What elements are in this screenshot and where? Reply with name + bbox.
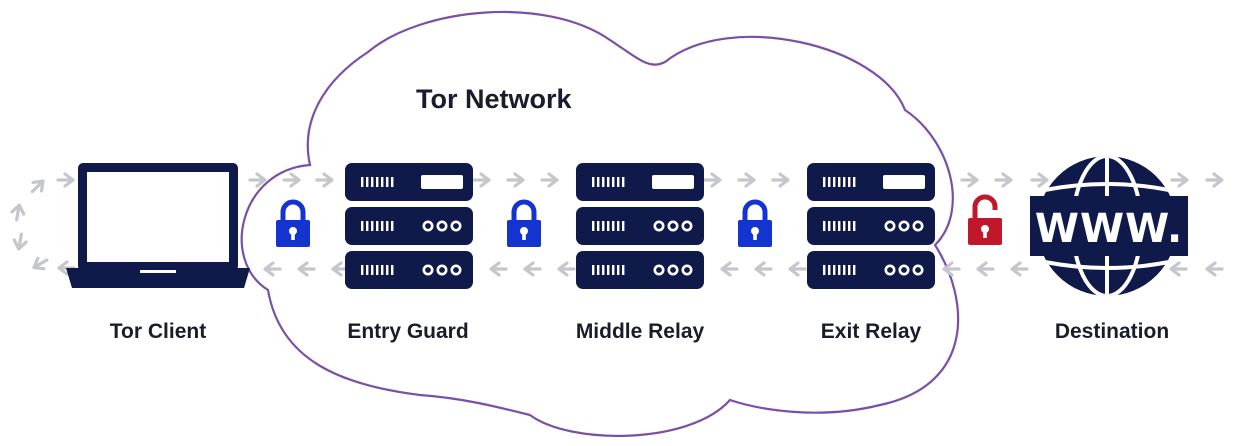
traffic-arrow [1205,172,1224,188]
traffic-arrow [1030,172,1049,188]
unlocked-lock-icon [968,194,1002,245]
entry-guard-server-icon [345,163,473,289]
middle-relay-server-icon [576,163,704,289]
traffic-arrow [540,172,559,188]
traffic-arrows [10,172,1224,277]
traffic-arrow [10,203,26,222]
traffic-arrow [30,179,45,194]
lock-icons [276,194,1002,247]
entry-guard-label: Entry Guard [347,320,469,343]
globe-icon: WWW. [1030,156,1188,296]
traffic-arrow [506,172,525,188]
traffic-arrow [56,172,75,188]
traffic-arrow [994,172,1013,188]
tor-network-cloud [240,10,960,437]
traffic-arrow [1205,261,1224,277]
lock-icon [507,199,541,247]
traffic-arrow [523,261,542,277]
traffic-arrow [1170,172,1189,188]
lock-icon [276,199,310,247]
traffic-arrow [1010,261,1029,277]
traffic-arrow [282,172,301,188]
traffic-arrow [942,261,961,277]
traffic-arrow [754,261,773,277]
traffic-arrow [297,261,316,277]
traffic-arrow [248,172,267,188]
destination-label: Destination [1054,320,1170,343]
traffic-arrow [1169,261,1188,277]
traffic-arrow [263,261,282,277]
tor-client-label: Tor Client [109,320,207,343]
laptop-icon [66,163,250,288]
www-text: WWW. [1035,206,1183,252]
exit-relay-label: Exit Relay [820,320,922,343]
traffic-arrow [472,172,491,188]
traffic-arrow [737,172,756,188]
traffic-arrow [32,256,49,271]
lock-icon [738,199,772,247]
traffic-arrow [720,261,739,277]
traffic-arrow [771,172,790,188]
traffic-arrow [703,172,722,188]
exit-relay-server-icon [807,163,935,289]
traffic-arrow [788,261,807,277]
middle-relay-label: Middle Relay [575,320,705,343]
traffic-arrow [557,261,576,277]
traffic-arrow [976,261,995,277]
traffic-arrow [315,172,334,188]
traffic-arrow [489,261,508,277]
traffic-arrow [960,172,979,188]
traffic-arrow [12,232,28,251]
tor-network-title: Tor Network [416,84,572,114]
